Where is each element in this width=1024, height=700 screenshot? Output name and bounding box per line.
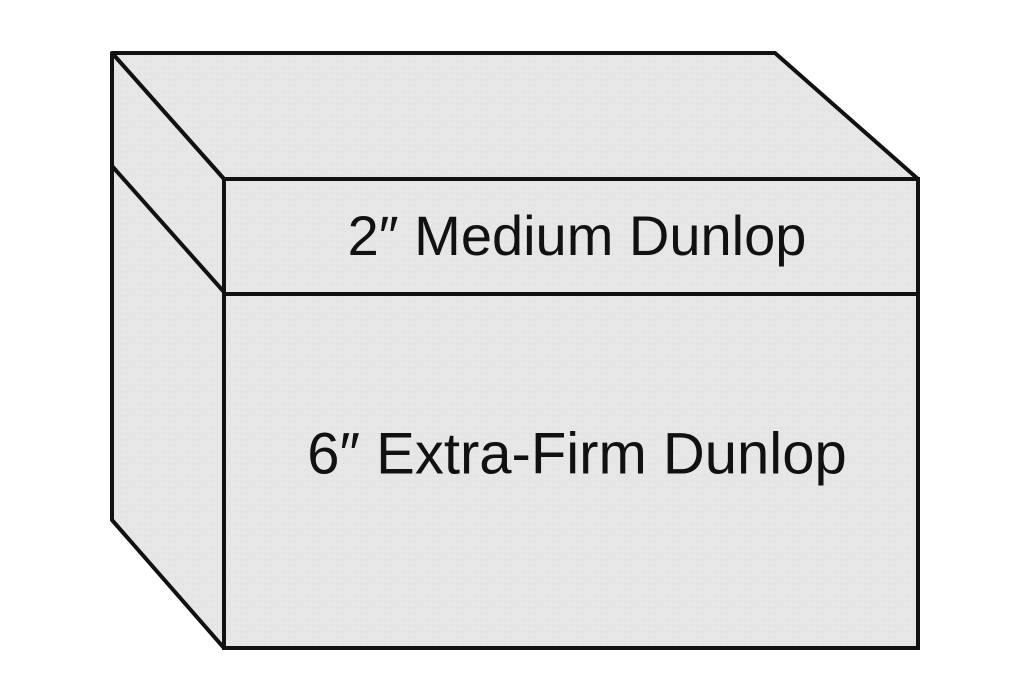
layer-top-label: 2″ Medium Dunlop	[348, 204, 807, 267]
layer-bottom-label: 6″ Extra-Firm Dunlop	[307, 421, 846, 486]
layer-bottom-front	[222, 292, 920, 650]
block-top-face	[110, 51, 920, 181]
side-layer-seam	[110, 164, 226, 294]
layer-top-front	[222, 177, 920, 296]
